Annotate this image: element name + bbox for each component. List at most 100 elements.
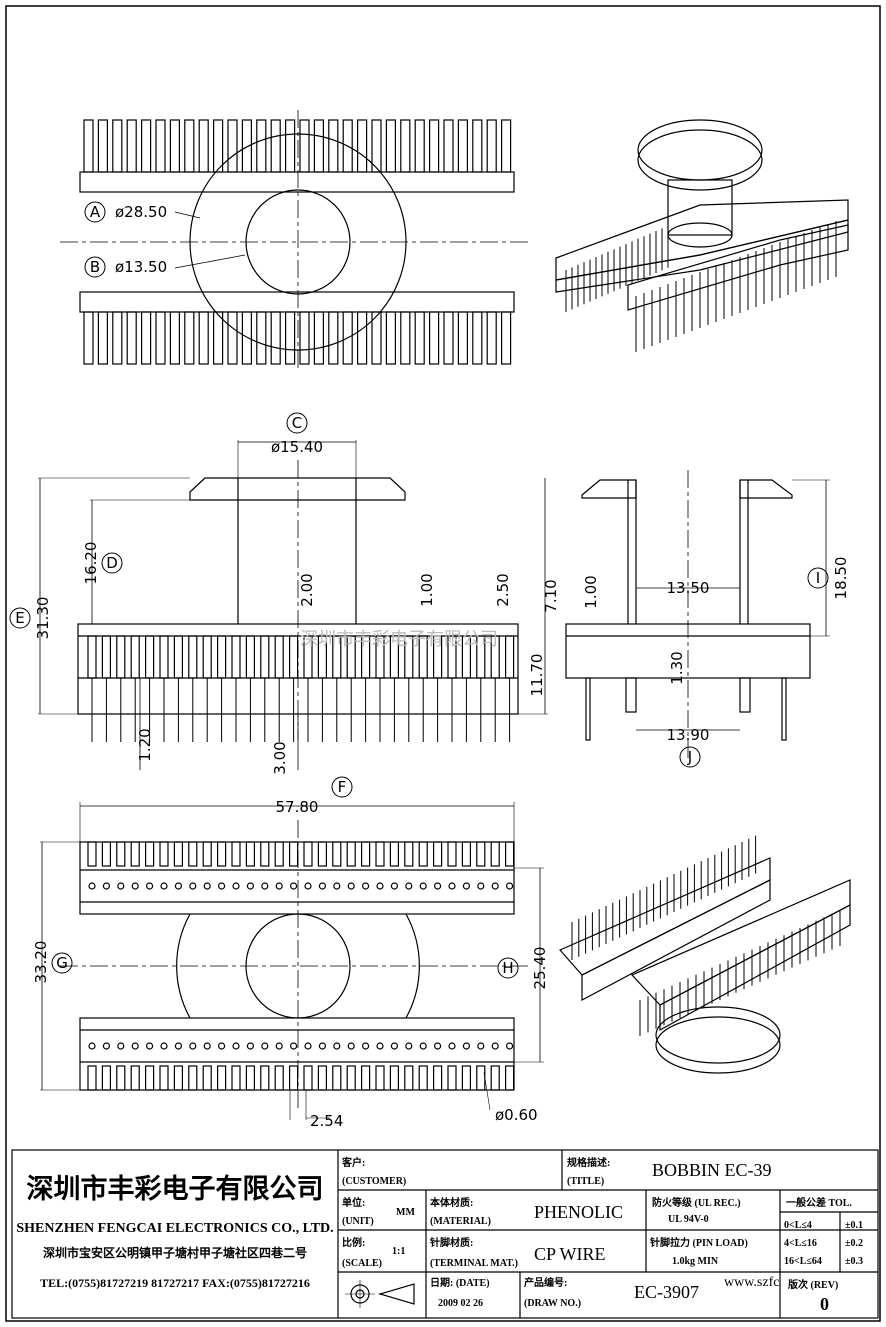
svg-text:A: A (90, 203, 101, 221)
top-view-lower-fins (83, 311, 512, 365)
fin (126, 119, 137, 173)
ul-label: 防火等级 (UL REC.) (652, 1196, 741, 1209)
dim-pin-dia: ø0.60 (495, 1106, 538, 1124)
fin (274, 1065, 284, 1091)
dim-1-00-right: 1.00 (582, 575, 600, 608)
isometric-view-top (555, 119, 849, 352)
fin (472, 311, 483, 365)
fin (260, 841, 270, 867)
unit-label: 单位: (342, 1196, 365, 1209)
fin (313, 311, 324, 365)
dim-18-50: 18.50 (832, 557, 850, 600)
pin-hole (448, 1042, 456, 1050)
svg-text:J: J (687, 748, 692, 766)
fin (447, 1065, 457, 1091)
fin (505, 841, 515, 867)
pin-hole (347, 882, 355, 890)
fin (357, 119, 368, 173)
marker-e: E (9, 607, 31, 629)
fin (270, 311, 281, 365)
material-label: 本体材质: (430, 1196, 473, 1209)
pin-hole (131, 1042, 139, 1050)
pin-hole (290, 1042, 298, 1050)
svg-text:D: D (106, 554, 118, 572)
website-watermark: www.szfc (724, 1275, 779, 1290)
fin (289, 635, 299, 679)
svg-text:B: B (90, 258, 100, 276)
dim-1-00-left: 1.00 (418, 573, 436, 606)
pin-hole (290, 882, 298, 890)
tol-value-2: ±0.2 (845, 1238, 863, 1249)
customer-label-en: (CUSTOMER) (342, 1176, 406, 1187)
fin (231, 1065, 241, 1091)
fin (101, 635, 112, 679)
pin-hole (203, 1042, 211, 1050)
fin (87, 635, 97, 679)
fin (332, 1065, 342, 1091)
pin-hole (88, 882, 96, 890)
scale-label: 比例: (342, 1236, 365, 1249)
pin-hole (160, 882, 168, 890)
material-value: PHENOLIC (534, 1202, 623, 1222)
fin (490, 841, 500, 867)
pin-hole (246, 1042, 254, 1050)
scale-label-en: (SCALE) (342, 1258, 382, 1269)
fin (155, 119, 166, 173)
fin (145, 1065, 155, 1091)
fin (245, 635, 255, 679)
fin (433, 1065, 443, 1091)
fin (141, 311, 152, 365)
fin (346, 1065, 356, 1091)
fin (299, 311, 310, 365)
pin-hole (146, 882, 154, 890)
fin (375, 841, 385, 867)
pin-hole (362, 1042, 370, 1050)
pin-hole (419, 882, 427, 890)
pin-hole (174, 882, 182, 890)
fin (299, 119, 310, 173)
fin (303, 1065, 313, 1091)
tol-range-2: 4<L≤16 (784, 1238, 817, 1249)
drawno-value: EC-3907 (634, 1282, 699, 1302)
fin (361, 841, 371, 867)
ul-value: UL 94V-0 (668, 1214, 709, 1225)
company-address: 深圳市宝安区公明镇甲子塘村甲子塘社区四巷二号 (43, 1245, 307, 1260)
fin (198, 311, 209, 365)
fin (241, 311, 252, 365)
front-view (38, 440, 548, 770)
pin-hole (160, 1042, 168, 1050)
fin (184, 311, 195, 365)
pin-hole (275, 1042, 283, 1050)
dim-31-30: 31.30 (34, 597, 52, 640)
pin-hole (131, 882, 139, 890)
fin (213, 119, 224, 173)
pin-hole (333, 882, 341, 890)
fin (443, 119, 454, 173)
pin-hole (261, 882, 269, 890)
pin-hole (218, 882, 226, 890)
pin-hole (405, 882, 413, 890)
pin-hole (275, 882, 283, 890)
fin (414, 311, 425, 365)
fin (112, 311, 123, 365)
fin (116, 635, 126, 679)
svg-text:I: I (816, 569, 820, 587)
fin (97, 311, 109, 365)
pin-hole (203, 882, 211, 890)
pin-hole (102, 882, 111, 890)
fin (260, 1065, 270, 1091)
dim-13-90: 13.90 (667, 726, 710, 744)
marker-i: I (807, 567, 829, 589)
pin-hole (491, 882, 499, 890)
pin-hole (318, 882, 326, 890)
fin (173, 1065, 183, 1091)
svg-text:E: E (15, 609, 24, 627)
marker-d: D (101, 552, 123, 574)
fin (443, 311, 454, 365)
fin (101, 841, 112, 867)
title-value: BOBBIN EC-39 (652, 1160, 772, 1180)
fin (371, 311, 382, 365)
svg-text:H: H (502, 959, 513, 977)
fin (433, 841, 443, 867)
fin (357, 311, 368, 365)
